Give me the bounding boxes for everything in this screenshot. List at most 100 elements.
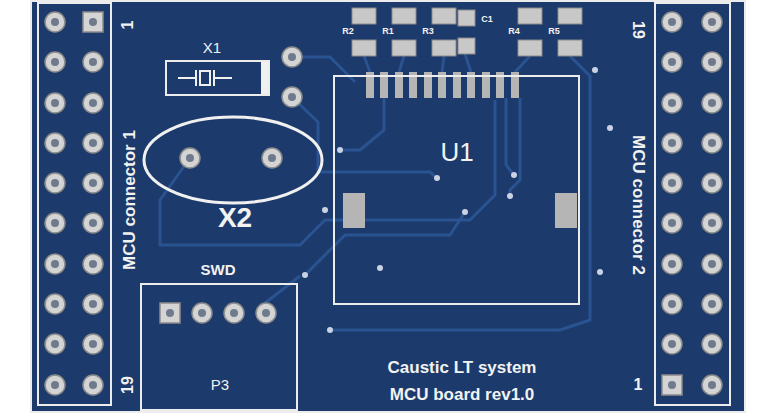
- header-pad: [83, 133, 103, 153]
- swd-header-pad: [256, 303, 276, 323]
- via: [302, 67, 613, 333]
- card-connector-pin: [343, 72, 577, 228]
- card-connector-pin: [343, 193, 365, 228]
- header-pad: [702, 334, 722, 354]
- pin-number: 19: [119, 376, 137, 394]
- reference-designator: P3: [211, 377, 229, 394]
- crystal-pad: [180, 47, 302, 168]
- swd-header-pad: [160, 303, 276, 323]
- crystal-symbol: [178, 63, 267, 93]
- smd-pad: [432, 40, 456, 56]
- header-pad: [45, 294, 65, 314]
- board-outline: [31, 1, 745, 412]
- via: [322, 207, 328, 213]
- copper-trace: [330, 56, 590, 330]
- header-name: SWD: [201, 262, 236, 279]
- header-pad: [83, 12, 103, 32]
- header-pad: [662, 334, 682, 354]
- header-pad: [702, 375, 722, 395]
- copper-trace: [442, 56, 444, 72]
- crystal-pad: [262, 148, 282, 168]
- header-pad: [45, 133, 65, 153]
- crystal-outline: X1: [165, 60, 270, 96]
- board-title: Caustic LT system: [388, 359, 537, 378]
- header-pad: [662, 52, 682, 72]
- header-pad: [702, 52, 722, 72]
- header-pad: [83, 375, 103, 395]
- copper-trace: [506, 98, 514, 175]
- crystal-symbol: [262, 63, 267, 93]
- part-name: R3: [422, 27, 434, 37]
- copper-trace: [515, 56, 530, 72]
- reference-designator: X1: [203, 40, 221, 57]
- crystal-pad: [282, 87, 302, 107]
- part-name: R5: [548, 27, 560, 37]
- card-connector-outline: U1: [333, 75, 580, 305]
- header-pad: [662, 213, 682, 233]
- header-pad: [662, 254, 682, 274]
- card-connector-pin: [555, 193, 577, 228]
- swd-header-pad: [166, 309, 174, 317]
- copper-trace: [292, 97, 437, 178]
- smd-pad: [518, 40, 542, 56]
- header-pad: [662, 294, 682, 314]
- smd-pad: [458, 10, 475, 26]
- pin-number: 1: [634, 376, 643, 394]
- header-pad: [702, 254, 722, 274]
- header-pad: [702, 173, 722, 193]
- via: [337, 147, 343, 153]
- header-outline: P3: [140, 283, 298, 411]
- pin-number: 19: [629, 21, 647, 39]
- smd-pad: [558, 40, 582, 56]
- connector-name: MCU connector 2: [629, 135, 648, 275]
- header-pad: [45, 12, 65, 32]
- header-pad: [662, 93, 682, 113]
- copper-trace: [399, 56, 404, 72]
- connector-name: MCU connector 1: [121, 130, 140, 270]
- header-pad: [662, 12, 682, 32]
- via: [302, 272, 308, 278]
- crystal-pad: [282, 47, 302, 67]
- header-pad: [702, 12, 722, 32]
- via: [434, 175, 440, 181]
- copper-trace: [265, 276, 300, 303]
- header-pad: [89, 18, 97, 26]
- copper-trace: [305, 212, 465, 275]
- header-pad: [45, 213, 65, 233]
- header-pad: [45, 334, 65, 354]
- header-pad: [45, 12, 722, 395]
- via: [597, 269, 603, 275]
- header-pad: [702, 294, 722, 314]
- header-pad: [83, 254, 103, 274]
- header-pad: [45, 93, 65, 113]
- copper-trace: [510, 98, 520, 196]
- crystal-pad: [180, 148, 200, 168]
- via: [607, 125, 613, 131]
- via: [511, 172, 517, 178]
- smd-pad: [352, 40, 376, 56]
- header-pad: [45, 254, 65, 274]
- header-pad: [662, 375, 682, 395]
- via: [592, 67, 598, 73]
- reference-designator: U1: [440, 138, 473, 167]
- crystal-outline: X2: [142, 115, 324, 205]
- smd-pad: [352, 8, 376, 24]
- header-pad: [83, 294, 103, 314]
- header-pad: [45, 52, 65, 72]
- header-pad: [702, 93, 722, 113]
- header-pad: [83, 213, 103, 233]
- copper-trace: [465, 54, 471, 72]
- part-name: R2: [342, 27, 354, 37]
- header-pad: [702, 133, 722, 153]
- header-outline: [38, 3, 111, 405]
- crystal-symbol: [178, 70, 232, 86]
- smd-pad: [392, 40, 416, 56]
- smd-pad: [352, 8, 582, 56]
- part-name: R1: [382, 27, 394, 37]
- via: [377, 265, 383, 271]
- board-revision: MCU board rev1.0: [390, 386, 535, 405]
- header-pad: [668, 381, 676, 389]
- smd-pad: [458, 38, 475, 54]
- header-pad: [83, 173, 103, 193]
